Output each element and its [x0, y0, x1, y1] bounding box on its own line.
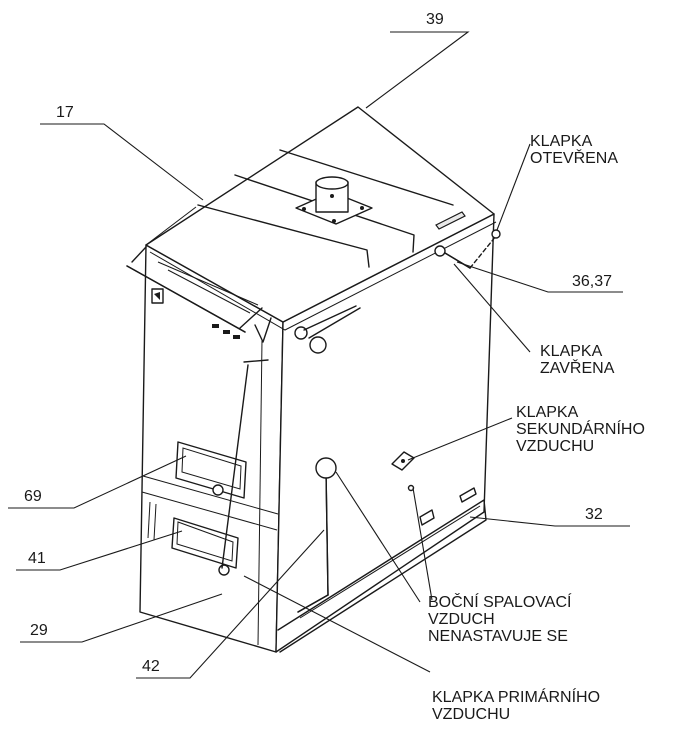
- thermometer: [294, 305, 361, 354]
- label-klapka-otevrena: KLAPKA OTEVŘENA: [530, 133, 619, 167]
- primary-air-rod: [221, 364, 249, 569]
- callout-29: 29: [30, 622, 48, 639]
- leader-39: [365, 31, 470, 109]
- front-seam: [257, 339, 263, 646]
- top-seam-back: [279, 149, 454, 206]
- callout-42: 42: [142, 658, 160, 675]
- callout-32: 32: [585, 506, 603, 523]
- lower-door: [147, 501, 239, 576]
- lid-edge-left: [145, 206, 197, 246]
- leader-32: [469, 516, 630, 527]
- leader-29: [20, 593, 223, 643]
- leader-41: [16, 530, 183, 571]
- side-base: [277, 499, 487, 653]
- flap-lever: [434, 229, 501, 269]
- side-air-pipe: [297, 457, 337, 613]
- callout-69: 69: [24, 488, 42, 505]
- logo-marks: [212, 317, 272, 343]
- leader-lines: [8, 31, 630, 679]
- label-klapka-primarniho: KLAPKA PRIMÁRNÍHO VZDUCHU: [432, 689, 601, 723]
- leader-klapka-otevrena: [496, 143, 531, 231]
- boiler-body: [126, 106, 501, 653]
- label-klapka-zavrena: KLAPKA ZAVŘENA: [540, 343, 615, 377]
- top-seam-front: [197, 204, 370, 268]
- upper-door: [175, 441, 247, 499]
- label-klapka-sekundarniho: KLAPKA SEKUNDÁRNÍHO VZDUCHU: [516, 404, 645, 455]
- flue-outlet: [295, 176, 373, 225]
- leader-klapka-sekundarniho: [407, 417, 513, 461]
- callout-41: 41: [28, 550, 46, 567]
- leader-bocni-1: [335, 471, 421, 603]
- front-band: [142, 475, 279, 515]
- top-seam-mid: [234, 174, 415, 253]
- callout-17: 17: [56, 104, 74, 121]
- leader-42: [136, 529, 325, 679]
- leader-36-37: [456, 261, 623, 293]
- lid-handle: [126, 246, 263, 333]
- leader-klapka-zavrena: [453, 263, 531, 353]
- top-slot: [435, 211, 466, 230]
- leader-69: [8, 455, 187, 509]
- callout-39: 39: [426, 11, 444, 28]
- label-bocni-spalovaci: BOČNÍ SPALOVACÍ VZDUCH NENASTAVUJE SE: [428, 594, 572, 645]
- leader-17: [40, 123, 204, 201]
- callout-36-37: 36,37: [572, 273, 613, 290]
- leader-klapka-primarniho: [243, 575, 431, 673]
- leader-bocni-2: [412, 487, 433, 601]
